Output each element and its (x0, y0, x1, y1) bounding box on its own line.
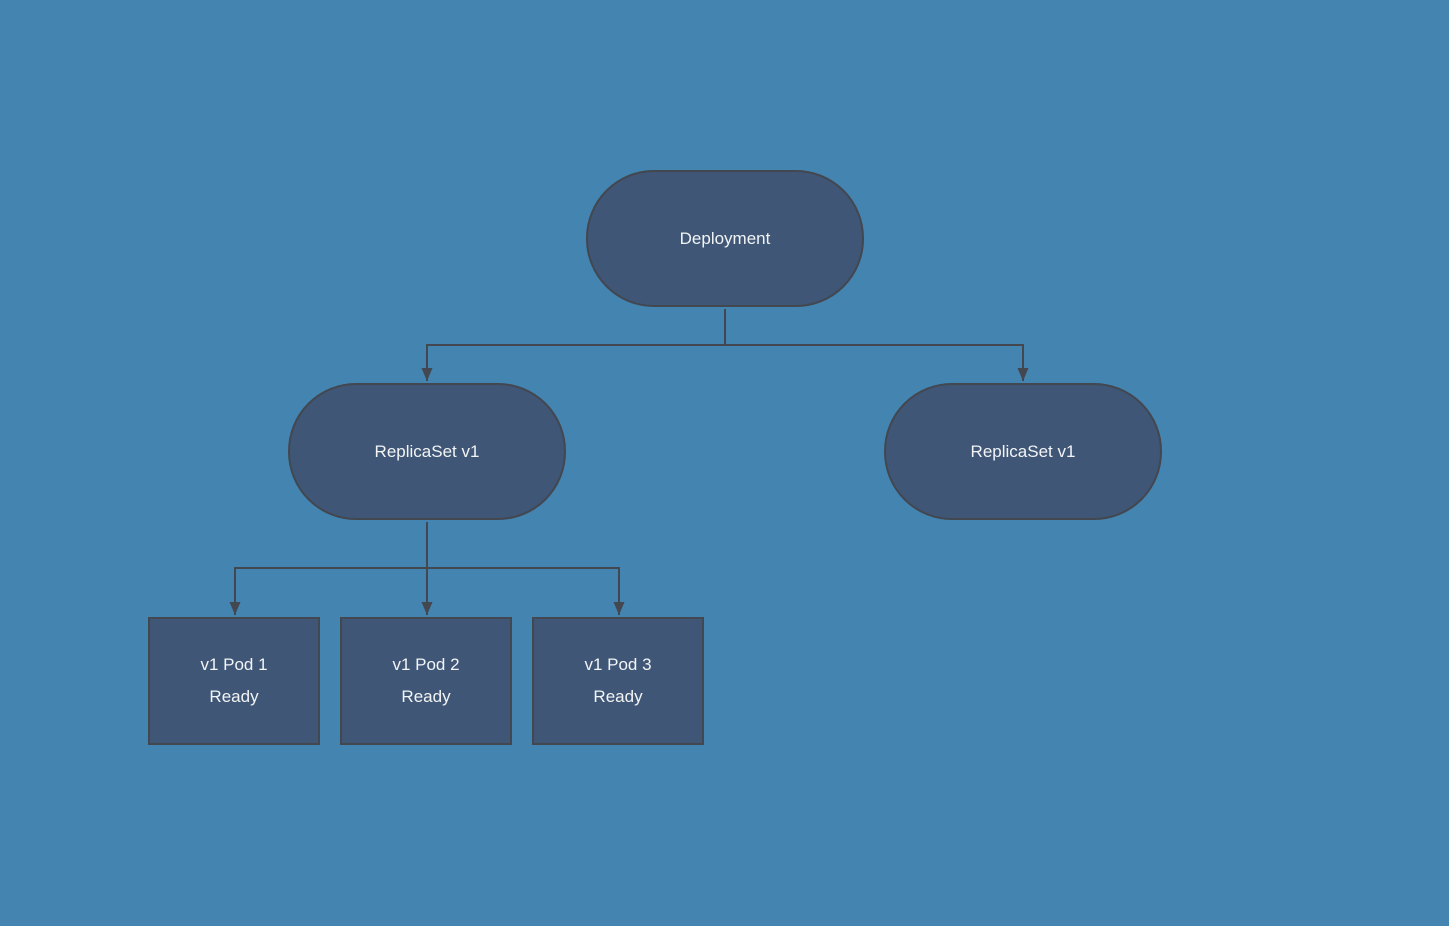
edge-replicaset-left-to-pod-3 (426, 522, 625, 615)
edge-deployment-to-replicaset-right (724, 309, 1029, 381)
node-pod-2: v1 Pod 2 Ready (340, 617, 512, 745)
node-pod-2-label: v1 Pod 2 (392, 655, 460, 674)
node-pod-3-label: v1 Pod 3 (584, 655, 652, 674)
edge-deployment-to-replicaset-left (421, 309, 726, 381)
node-replicaset-right-label: ReplicaSet v1 (970, 441, 1076, 461)
node-pod-1-status: Ready (209, 687, 259, 706)
node-pod-1: v1 Pod 1 Ready (148, 617, 320, 745)
node-deployment-label: Deployment (679, 228, 771, 248)
node-pod-1-label: v1 Pod 1 (200, 655, 268, 674)
edge-replicaset-left-to-pod-1 (229, 522, 428, 615)
node-pod-3-status: Ready (593, 687, 643, 706)
node-pod-2-status: Ready (401, 687, 451, 706)
node-replicaset-right: ReplicaSet v1 (884, 383, 1162, 520)
node-pod-3: v1 Pod 3 Ready (532, 617, 704, 745)
node-replicaset-left-label: ReplicaSet v1 (374, 441, 480, 461)
node-replicaset-left: ReplicaSet v1 (288, 383, 566, 520)
node-deployment: Deployment (586, 170, 864, 307)
